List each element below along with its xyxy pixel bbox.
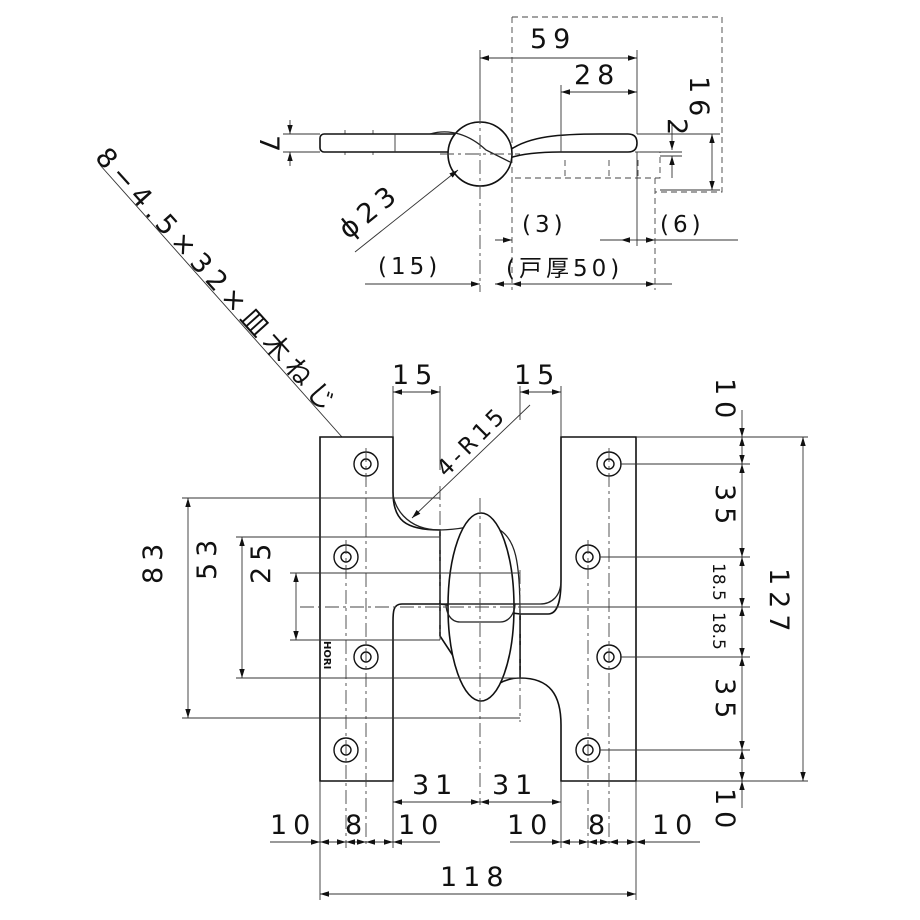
screw-holes (333, 451, 622, 763)
dim-3: (3) (522, 212, 567, 238)
dim-bottom-10-c: 10 (507, 810, 553, 841)
dim-diam23: ϕ23 (333, 177, 407, 245)
dim-bottom-10-d: 10 (652, 810, 698, 841)
dim-31-right: 31 (492, 770, 538, 801)
dim-door-thickness: (戸厚50) (506, 256, 623, 282)
radius-callout: 4-R15 (432, 401, 513, 482)
left-leaf-section (319, 133, 461, 153)
right-leaf-section (509, 133, 638, 160)
frame-outline (512, 16, 723, 193)
dim-59: 59 (530, 24, 576, 55)
dim-35-upper: 35 (709, 484, 740, 530)
dim-31-left: 31 (412, 770, 458, 801)
dim-10-top: 10 (709, 378, 740, 424)
dim-2: 2 (661, 118, 692, 141)
dim-bottom-10-a: 10 (270, 810, 316, 841)
dim-7: 7 (253, 135, 284, 158)
hori-marking: HORI (321, 641, 332, 669)
dim-bottom-10-b: 10 (398, 810, 444, 841)
dim-127: 127 (763, 568, 794, 638)
dim-15-right: 15 (514, 360, 560, 391)
left-leaf (319, 436, 441, 782)
front-view: HORI 83 53 25 15 15 (138, 360, 808, 900)
dim-10-bottom: 10 (709, 788, 740, 834)
dim-18-5-lower: 18.5 (708, 612, 728, 650)
dim-15-top: (15) (378, 254, 441, 280)
dim-15-left: 15 (392, 360, 438, 391)
dim-6: (6) (660, 212, 705, 238)
dim-25: 25 (246, 538, 277, 584)
screw-callout: 8−4.5×32×皿木ねじ (89, 142, 367, 465)
dim-16: 16 (683, 76, 714, 122)
dim-bottom-8-a: 8 (345, 810, 368, 841)
dim-28: 28 (574, 60, 620, 91)
dim-18-5-upper: 18.5 (708, 563, 728, 601)
dim-bottom-8-b: 8 (588, 810, 611, 841)
dim-83: 83 (138, 538, 169, 584)
top-view: 59 28 2 16 7 ϕ23 (3) (6) (253, 16, 738, 292)
dim-35-lower: 35 (709, 678, 740, 724)
dim-53: 53 (192, 534, 223, 580)
right-leaf (519, 436, 637, 782)
dim-118: 118 (440, 862, 510, 893)
screw-spec: 8−4.5×32×皿木ねじ (89, 142, 345, 422)
